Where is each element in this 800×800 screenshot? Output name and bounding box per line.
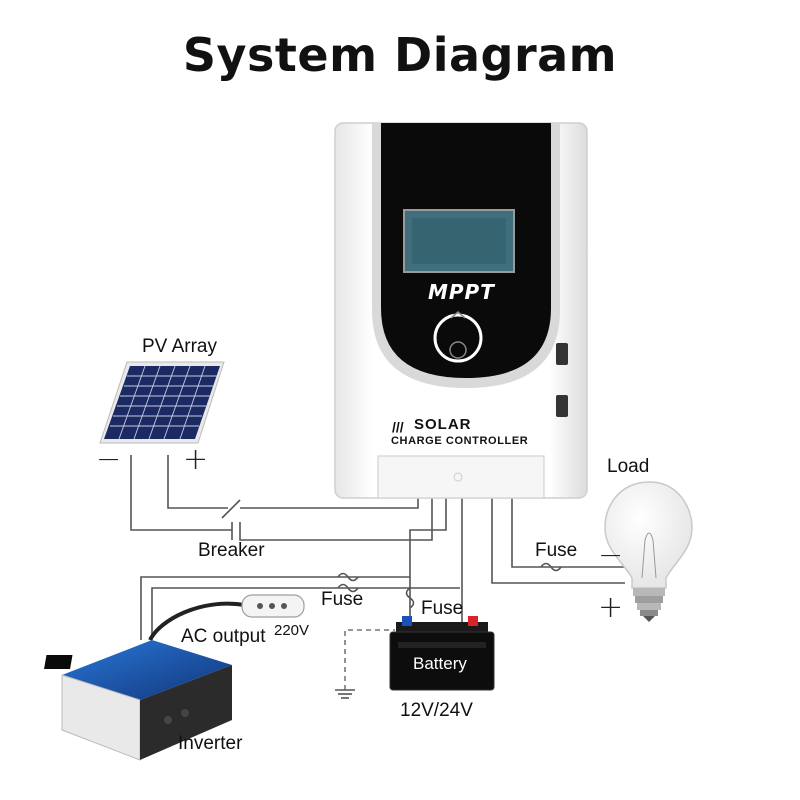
fuse-battery-label: Fuse	[421, 598, 464, 619]
wire-ground	[344, 629, 395, 690]
solar-panel-image	[99, 361, 225, 444]
wire-load-a	[511, 498, 625, 568]
wiring	[130, 455, 625, 699]
wire-inverter-a	[140, 576, 410, 640]
charge-controller: ///	[334, 122, 588, 499]
controller-mppt-text: MPPT	[428, 280, 495, 304]
inverter-label: Inverter	[178, 733, 243, 754]
usb-port-bottom	[556, 395, 568, 417]
wire-pv-positive	[167, 455, 228, 509]
controller-brand-text: SOLAR	[414, 416, 472, 433]
diagram-title: System Diagram	[182, 28, 618, 82]
load-positive-sign: +	[598, 590, 624, 625]
fuse-ac-symbol	[337, 572, 359, 582]
wire-pv-positive-b	[240, 498, 419, 509]
fuse-load-label: Fuse	[535, 540, 578, 561]
battery-label: Battery	[413, 654, 467, 673]
ac-outlet-image	[148, 594, 305, 642]
power-button-icon[interactable]	[449, 341, 467, 359]
breaker-switch	[221, 499, 241, 519]
fuse-load-symbol	[540, 562, 562, 572]
fuse-inverter-label: Fuse	[321, 589, 364, 610]
control-button-ring[interactable]	[433, 313, 483, 363]
wire-load-b	[491, 498, 625, 584]
inverter-image	[44, 640, 232, 761]
usb-port-top	[556, 343, 568, 365]
ac-output-label: AC output	[181, 626, 266, 647]
bulb-image	[604, 481, 693, 622]
pv-positive-sign: +	[183, 442, 209, 477]
pv-array-label: PV Array	[142, 336, 217, 357]
fuse-inverter-symbol	[337, 583, 359, 593]
fuse-battery-symbol	[405, 587, 415, 609]
voltage-ac-label: 220V	[274, 622, 310, 639]
breaker-label: Breaker	[198, 540, 265, 561]
load-negative-sign: −	[598, 538, 624, 573]
terminal-cover	[377, 455, 545, 499]
wire-pv-negative-c	[239, 498, 433, 541]
controller-subtitle-text: CHARGE CONTROLLER	[391, 435, 529, 447]
logo-slashes: ///	[392, 419, 404, 435]
wire-pv-negative	[130, 455, 232, 531]
pv-negative-sign: −	[96, 442, 122, 477]
load-label: Load	[607, 456, 650, 477]
battery-image	[389, 616, 495, 691]
fuse-symbols	[337, 562, 562, 609]
battery-voltage-label: 12V/24V	[400, 700, 473, 721]
